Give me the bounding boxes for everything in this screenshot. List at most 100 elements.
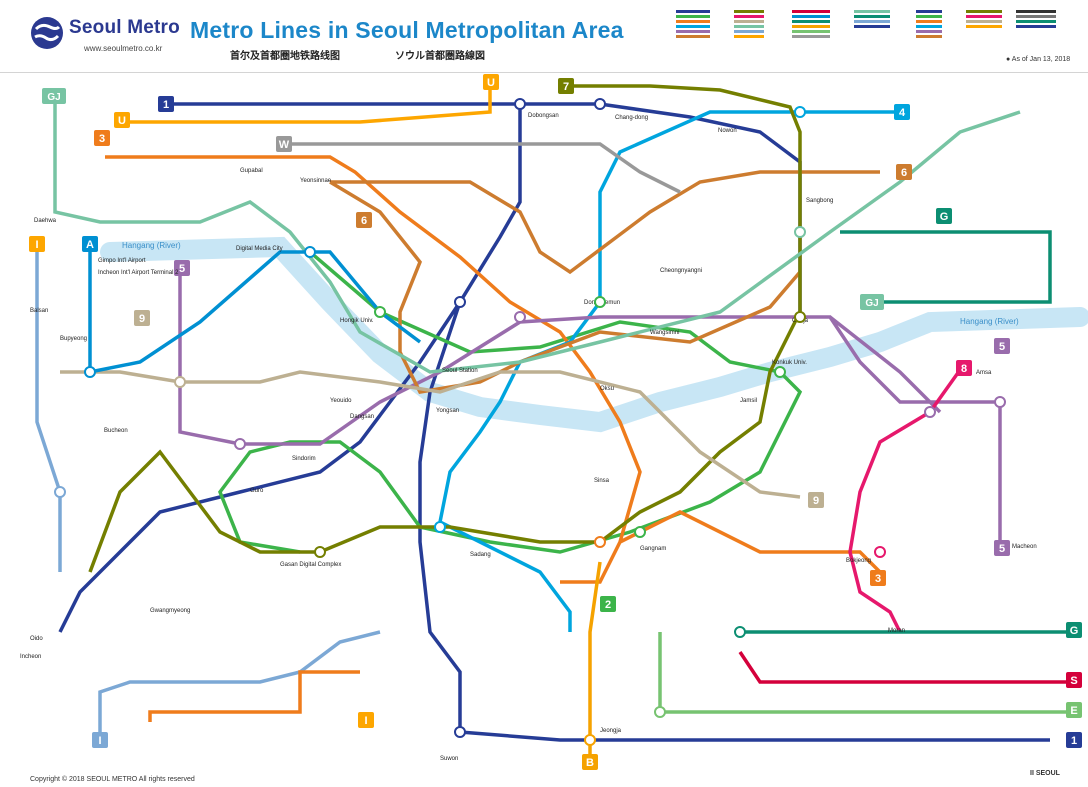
station-yongsan[interactable]: Yongsan	[436, 408, 459, 414]
station-seoul[interactable]: Seoul Station	[442, 368, 478, 374]
line-badge-1[interactable]: 1	[158, 96, 174, 112]
transfer-station[interactable]	[794, 226, 806, 238]
transfer-station[interactable]	[514, 311, 526, 323]
station-macheon[interactable]: Macheon	[1012, 544, 1037, 550]
station-wangsimni[interactable]: Wangsimni	[650, 330, 679, 336]
station-konkuk[interactable]: Konkuk Univ.	[772, 360, 807, 366]
line-badge-2[interactable]: 2	[600, 596, 616, 612]
line-badge-i-mid[interactable]: I	[358, 712, 374, 728]
station-guro[interactable]: Guro	[250, 488, 264, 494]
line-badge-6-west[interactable]: 6	[356, 212, 372, 228]
station-digital-media-city[interactable]: Digital Media City	[236, 246, 283, 252]
line-badge-5-west[interactable]: 5	[174, 260, 190, 276]
line-badge-5-se[interactable]: 5	[994, 540, 1010, 556]
station-gangnam[interactable]: Gangnam	[640, 546, 666, 552]
transfer-station[interactable]	[54, 486, 66, 498]
transfer-station[interactable]	[634, 526, 646, 538]
line-badge-5-east[interactable]: 5	[994, 338, 1010, 354]
brand-url[interactable]: www.seoulmetro.co.kr	[84, 44, 163, 53]
line-badge-4[interactable]: 4	[894, 104, 910, 120]
station-gimpo[interactable]: Gimpo Int'l Airport	[98, 258, 146, 264]
station-incheon-airport[interactable]: Incheon Int'l Airport Terminal 2	[98, 270, 179, 276]
station-suwon[interactable]: Suwon	[440, 756, 458, 762]
station-gasan[interactable]: Gasan Digital Complex	[280, 562, 341, 568]
station-daehwa[interactable]: Daehwa	[34, 218, 57, 224]
line-badge-1-se[interactable]: 1	[1066, 732, 1082, 748]
line-badge-i-south[interactable]: I	[92, 732, 108, 748]
transfer-station[interactable]	[234, 438, 246, 450]
transfer-station[interactable]	[314, 546, 326, 558]
transfer-station[interactable]	[774, 366, 786, 378]
station-oksu[interactable]: Oksu	[600, 386, 614, 392]
station-balsan[interactable]: Balsan	[30, 308, 48, 314]
line-badge-3-south[interactable]: 3	[870, 570, 886, 586]
station-sindorim[interactable]: Sindorim	[292, 456, 316, 462]
transfer-station[interactable]	[924, 406, 936, 418]
line-w-path	[280, 142, 681, 194]
transfer-station[interactable]	[994, 396, 1006, 408]
map-header: Seoul Metro www.seoulmetro.co.kr Metro L…	[0, 0, 1088, 73]
line-badge-a[interactable]: A	[82, 236, 98, 252]
transfer-station[interactable]	[584, 734, 596, 746]
transfer-station[interactable]	[84, 366, 96, 378]
station-moran[interactable]: Moran	[888, 628, 905, 634]
station-gwangmyeong[interactable]: Gwangmyeong	[150, 608, 190, 614]
line-badge-b[interactable]: B	[582, 754, 598, 770]
line-badge-w[interactable]: W	[276, 136, 292, 152]
line-badge-g-top[interactable]: G	[936, 208, 952, 224]
transfer-station[interactable]	[794, 106, 806, 118]
station-bucheon[interactable]: Bucheon	[104, 428, 128, 434]
line-badge-i[interactable]: I	[29, 236, 45, 252]
transfer-station[interactable]	[304, 246, 316, 258]
line-badge-6-east[interactable]: 6	[896, 164, 912, 180]
transfer-station[interactable]	[654, 706, 666, 718]
transfer-station[interactable]	[514, 98, 526, 110]
transfer-station[interactable]	[454, 726, 466, 738]
transfer-station[interactable]	[594, 536, 606, 548]
station-sangbong[interactable]: Sangbong	[806, 198, 833, 204]
transfer-station[interactable]	[594, 296, 606, 308]
line-badge-9[interactable]: 9	[808, 492, 824, 508]
svg-text:6: 6	[901, 167, 907, 179]
line-badge-gj-top[interactable]: GJ	[42, 88, 66, 104]
station-chang-dong[interactable]: Chang-dong	[615, 115, 648, 121]
station-sinsa[interactable]: Sinsa	[594, 478, 610, 484]
line-badge-gj-mid[interactable]: GJ	[860, 294, 884, 310]
station-cheongnyangni[interactable]: Cheongnyangni	[660, 268, 702, 274]
station-yeouido[interactable]: Yeouido	[330, 398, 352, 404]
line-badge-g[interactable]: G	[1066, 622, 1082, 638]
station-yeonsinnae[interactable]: Yeonsinnae	[300, 178, 332, 184]
station-jeongja[interactable]: Jeongja	[600, 728, 622, 734]
station-oido[interactable]: Oido	[30, 636, 43, 642]
transfer-station[interactable]	[874, 546, 886, 558]
line-badge-3[interactable]: 3	[94, 130, 110, 146]
line-badge-u-top[interactable]: U	[483, 74, 499, 90]
station-sadang[interactable]: Sadang	[470, 552, 491, 558]
station-dangsan[interactable]: Dangsan	[350, 414, 374, 420]
station-amsa[interactable]: Amsa	[976, 370, 992, 376]
station-gupabal[interactable]: Gupabal	[240, 168, 263, 174]
station-nowon[interactable]: Nowon	[718, 128, 737, 134]
transfer-station[interactable]	[374, 306, 386, 318]
transfer-station[interactable]	[434, 521, 446, 533]
river-label-east: Hangang (River)	[960, 317, 1019, 326]
line-badge-s[interactable]: S	[1066, 672, 1082, 688]
station-jamsil[interactable]: Jamsil	[740, 398, 757, 404]
line-badge-8[interactable]: 8	[956, 360, 972, 376]
line-badge-7[interactable]: 7	[558, 78, 574, 94]
station-bupyeong[interactable]: Bupyeong	[60, 336, 87, 342]
station-incheon[interactable]: Incheon	[20, 654, 41, 660]
transfer-station[interactable]	[734, 626, 746, 638]
line-badge-e[interactable]: E	[1066, 702, 1082, 718]
station-dobongsan[interactable]: Dobongsan	[528, 113, 559, 119]
line-badge-9-west[interactable]: 9	[134, 310, 150, 326]
transfer-station[interactable]	[174, 376, 186, 388]
station-hongik[interactable]: Hongik Univ.	[340, 318, 374, 324]
transfer-station[interactable]	[454, 296, 466, 308]
line-badge-u[interactable]: U	[114, 112, 130, 128]
transfer-station[interactable]	[794, 311, 806, 323]
station-bokjeong[interactable]: Bokjeong	[846, 558, 871, 564]
svg-text:6: 6	[361, 215, 367, 227]
transfer-station[interactable]	[594, 98, 606, 110]
